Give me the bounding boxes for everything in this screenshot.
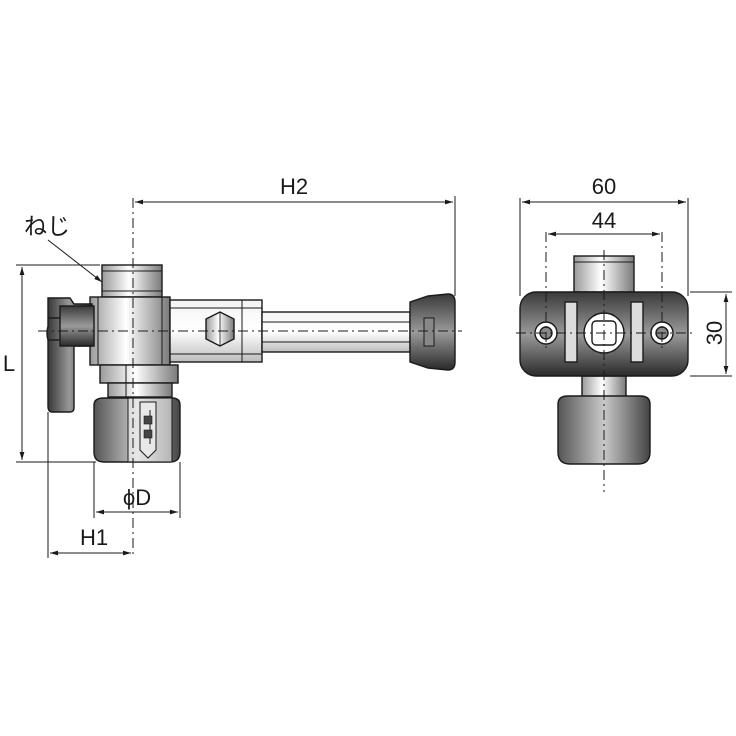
dim-30 [690, 291, 732, 377]
thread-fitting [101, 264, 163, 298]
slot-right [630, 301, 644, 363]
label-44: 44 [592, 208, 616, 233]
label-phi-d: ϕD [123, 485, 151, 510]
label-30: 30 [702, 321, 727, 345]
dim-h1 [47, 412, 131, 558]
dim-l [16, 264, 100, 463]
label-h2: H2 [280, 174, 308, 199]
front-view [46, 264, 456, 463]
dim-h2 [135, 196, 456, 296]
slot-left [564, 301, 578, 363]
thread-leader [47, 239, 103, 283]
side-view [519, 255, 689, 465]
side-centerlines [516, 232, 694, 492]
pipe [261, 311, 411, 353]
lower-collar [99, 364, 179, 384]
label-thread: ねじ [24, 214, 70, 240]
dim-phi-d [93, 462, 181, 518]
label-h1: H1 [80, 525, 108, 550]
dim-60 [519, 198, 689, 296]
label-l: L [3, 351, 15, 376]
lever-cap [59, 305, 95, 347]
label-60: 60 [592, 174, 616, 199]
